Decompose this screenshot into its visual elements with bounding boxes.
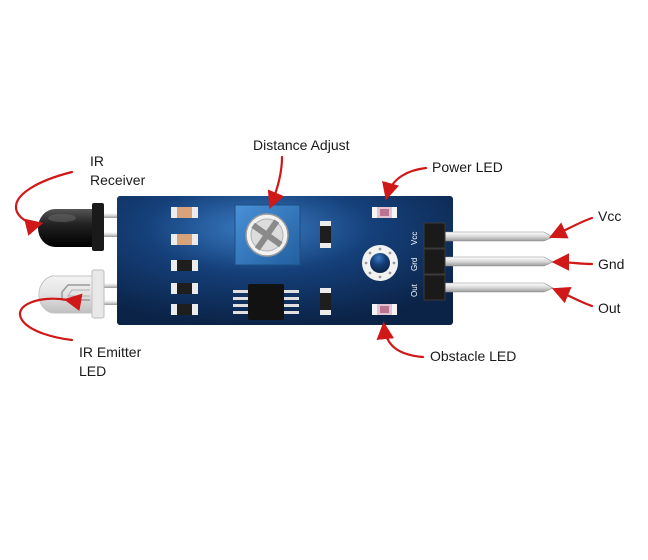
board-pin-label-out: Out [410,283,419,297]
smd-chip [320,288,331,315]
arrow-out [551,286,594,308]
ir-receiver-leg [100,232,130,237]
potentiometer-slot-icon [251,219,283,251]
potentiometer [234,204,301,266]
board-pin-label-gnd: Grd [410,258,419,271]
ir-emitter-leg [100,300,130,305]
smd-chip [320,221,331,248]
label-ir-receiver-line1: IR [90,153,104,169]
ir-emitter-flange [91,269,105,319]
ir-emitter-body [38,275,93,314]
obstacle-led [372,304,397,315]
arrow-power-led [382,166,428,201]
label-ir-receiver-line2: Receiver [90,172,146,188]
pin-gnd [439,256,554,267]
label-vcc: Vcc [598,208,621,224]
annotation-arrows [14,155,594,359]
label-obstacle-led: Obstacle LED [430,348,516,364]
ir-receiver [38,203,130,251]
label-gnd: Gnd [598,256,624,272]
pin-header [423,222,554,301]
pin-out [439,282,554,293]
smd-components-left [171,207,198,315]
label-ir-emitter-line1: IR Emitter [79,344,142,360]
pin-vcc [439,231,554,242]
label-power-led: Power LED [432,159,503,175]
comparator-ic [233,284,299,320]
smd-chip [171,260,198,271]
board-pin-label-vcc: Vcc [410,232,419,245]
mounting-hole [362,245,398,281]
ir-emitter-led [38,269,130,319]
smd-chip [171,283,198,294]
smd-resistor [171,207,198,218]
pcb-board: Vcc Grd Out [117,196,453,325]
smd-chip [171,304,198,315]
ir-receiver-flange [92,203,104,251]
arrow-ir-emitter [18,293,83,342]
label-out: Out [598,300,621,316]
label-distance-adjust: Distance Adjust [253,137,350,153]
arrow-vcc [549,216,594,239]
ir-emitter-leg [100,283,130,288]
arrow-distance-adjust [267,155,285,210]
ir-receiver-leg [100,213,130,218]
label-ir-emitter-line2: LED [79,363,106,379]
power-led [372,207,397,218]
smd-resistor [171,234,198,245]
arrow-obstacle-led [376,321,425,359]
arrow-gnd [551,253,594,271]
arrow-ir-receiver [14,170,74,236]
